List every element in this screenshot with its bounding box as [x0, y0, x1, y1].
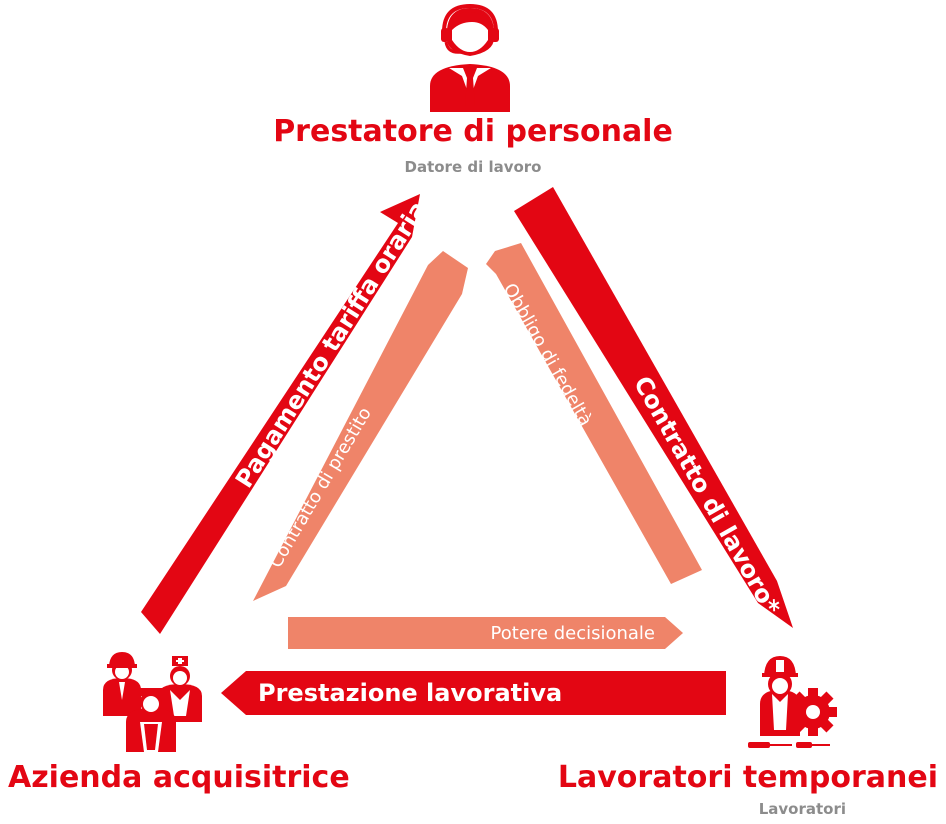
node-right-title: Lavoratori temporanei: [557, 760, 938, 795]
mechanic-gear-icon: [748, 656, 837, 748]
node-right-subtitle: Lavoratori: [758, 800, 846, 818]
node-left-title: Azienda acquisitrice: [8, 760, 350, 795]
arrow-potere-label: Potere decisionale: [491, 623, 655, 644]
arrow-potere: Potere decisionale: [288, 617, 683, 649]
headset-operator-icon: [430, 3, 510, 112]
arrow-prestazione: Prestazione lavorativa: [221, 671, 726, 715]
node-top-subtitle: Datore di lavoro: [404, 158, 542, 176]
arrow-prestazione-label: Prestazione lavorativa: [258, 679, 562, 707]
worker-group-icon: [103, 652, 202, 752]
arrow-contratto-lavoro: Contratto di lavoro*: [514, 187, 793, 628]
node-top-title: Prestatore di personale: [273, 114, 673, 149]
